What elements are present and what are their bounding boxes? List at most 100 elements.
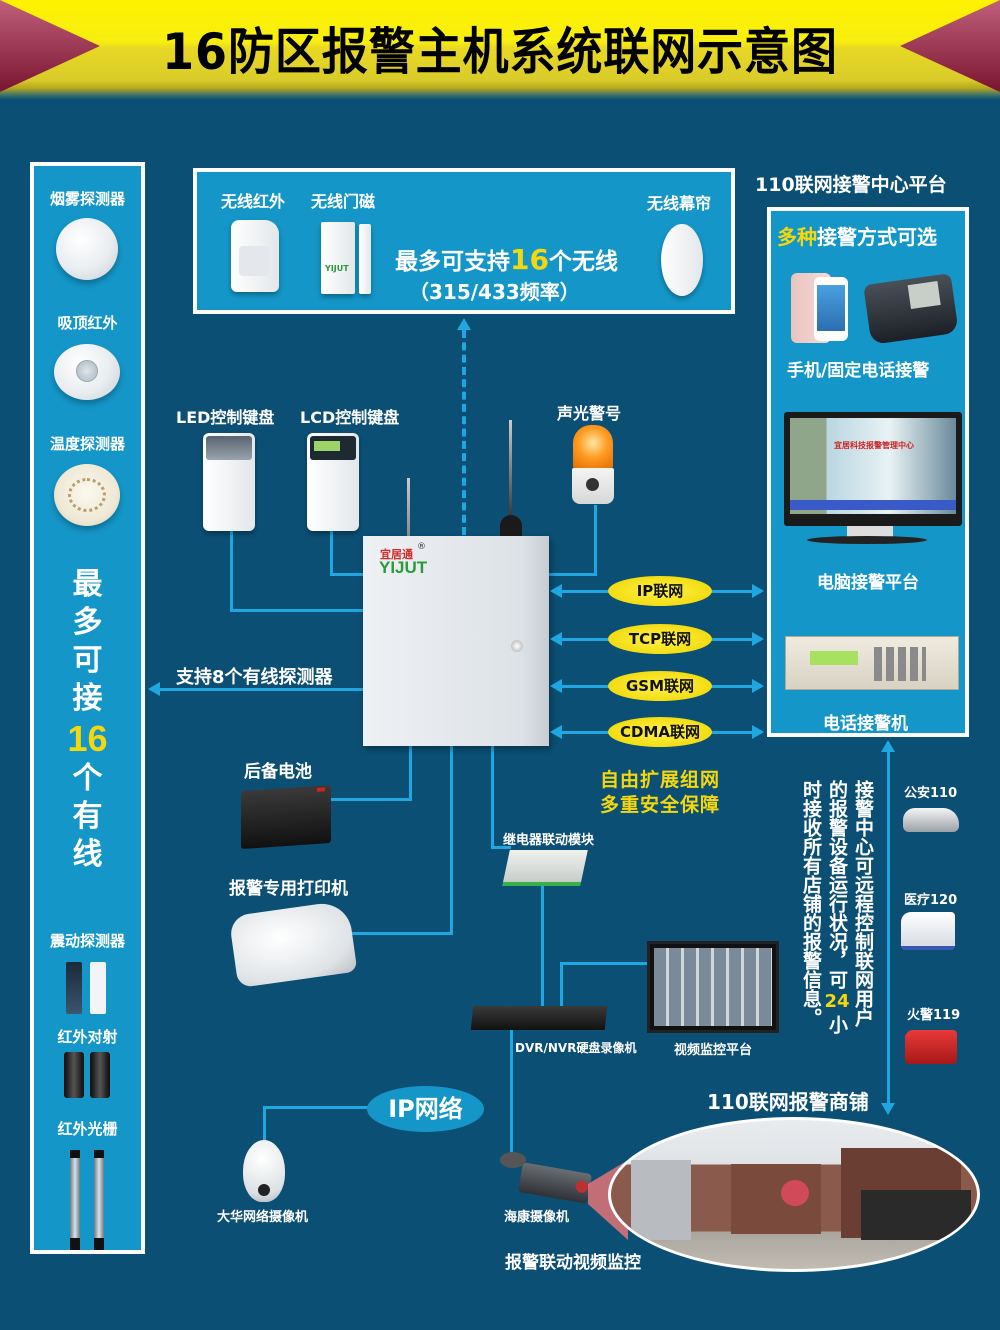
arrow-up-icon bbox=[457, 318, 471, 330]
dahua-camera-label: 大华网络摄像机 bbox=[217, 1210, 309, 1225]
ir-grating-icon bbox=[94, 1150, 104, 1250]
wireless-headline: 最多可支持16个无线 bbox=[395, 243, 618, 276]
battery-icon bbox=[241, 784, 331, 850]
arrow-down-icon bbox=[881, 1103, 895, 1115]
lock-icon bbox=[511, 640, 523, 652]
center-item-label: 电脑接警平台 bbox=[817, 573, 919, 593]
emergency-label: 火警119 bbox=[907, 1008, 961, 1023]
capacity-number: 16 bbox=[67, 718, 108, 759]
video-linkage-label: 报警联动视频监控 bbox=[505, 1253, 641, 1273]
rack-receiver-icon bbox=[785, 636, 959, 690]
brand-cn: 宜居通 bbox=[380, 548, 413, 561]
printer-icon bbox=[228, 899, 358, 989]
detector-label: 烟雾探测器 bbox=[49, 190, 125, 208]
lcd-keypad-line-h bbox=[330, 573, 365, 576]
arrow-right-icon bbox=[752, 679, 764, 693]
relay-dvr-line bbox=[541, 885, 544, 1007]
detector-label: 吸顶红外 bbox=[57, 314, 118, 332]
capacity-char: 接 bbox=[72, 681, 103, 716]
vibration-detector-icon bbox=[90, 962, 106, 1014]
led-keypad-line bbox=[230, 530, 233, 612]
header-banner: 16防区报警主机系统联网示意图 bbox=[0, 0, 1000, 100]
wired-detector-note: 支持8个有线探测器 bbox=[176, 667, 333, 688]
page-title: 16防区报警主机系统联网示意图 bbox=[162, 23, 838, 81]
center-shop-link-line bbox=[887, 750, 890, 1105]
wireless-door-sensor-icon: YIJUT bbox=[321, 222, 355, 294]
alarm-host-unit: 宜居通 ® YIJUT bbox=[363, 536, 549, 746]
fire-truck-icon bbox=[905, 1030, 957, 1064]
gsm-antenna-icon bbox=[509, 420, 512, 520]
center-item-label: 手机/固定电话接警 bbox=[787, 361, 930, 381]
arrow-left-icon bbox=[550, 725, 562, 739]
desk-phone-icon bbox=[863, 273, 959, 345]
dahua-line-h bbox=[263, 1106, 388, 1109]
arrow-up-icon bbox=[881, 740, 895, 752]
arrow-right-icon bbox=[752, 725, 764, 739]
siren-line-h bbox=[549, 573, 597, 576]
network-gsm: GSM联网 bbox=[608, 671, 712, 701]
police-car-icon bbox=[903, 808, 959, 832]
ir-grating-icon bbox=[70, 1150, 80, 1250]
wireless-label: 无线红外 bbox=[221, 192, 286, 211]
capacity-char: 多 bbox=[72, 605, 103, 640]
network-ip: IP联网 bbox=[608, 576, 712, 606]
alarm-center-panel: 多种接警方式可选 手机/固定电话接警 宜居科技报警管理中心 电脑接警平台 电话接… bbox=[767, 207, 969, 737]
printer-label: 报警专用打印机 bbox=[229, 879, 348, 899]
arrow-right-icon bbox=[752, 632, 764, 646]
ip-network-bubble: IP网络 bbox=[367, 1086, 484, 1132]
ceiling-pir-icon bbox=[54, 344, 120, 400]
ir-beam-icon bbox=[90, 1052, 110, 1098]
printer-line bbox=[450, 746, 453, 934]
hik-camera-label: 海康摄像机 bbox=[504, 1210, 570, 1225]
arrow-left-icon bbox=[550, 679, 562, 693]
led-keypad-line-h bbox=[230, 609, 365, 612]
video-platform-label: 视频监控平台 bbox=[674, 1043, 753, 1058]
wireless-pir-icon bbox=[231, 220, 279, 292]
gsm-antenna-base-icon bbox=[500, 515, 522, 537]
wireless-label: 无线幕帘 bbox=[647, 194, 712, 213]
detector-label: 温度探测器 bbox=[49, 435, 125, 453]
ambulance-icon bbox=[901, 912, 955, 950]
antenna-icon bbox=[407, 478, 410, 538]
smoke-detector-icon bbox=[56, 218, 118, 280]
dahua-line bbox=[263, 1106, 266, 1146]
dvr-video-line bbox=[560, 962, 563, 1007]
center-description-col3: 时接收所有店铺的报警信息。 bbox=[800, 780, 822, 1027]
capacity-char: 有 bbox=[72, 799, 103, 834]
printer-line-h bbox=[350, 932, 453, 935]
registered-mark: ® bbox=[417, 542, 426, 552]
center-platform-heading: 110联网接警中心平台 bbox=[755, 174, 947, 196]
arrow-left-icon bbox=[148, 682, 160, 696]
capacity-char: 最 bbox=[72, 567, 103, 602]
monitor-base-icon bbox=[807, 536, 927, 544]
center-subtitle: 多种接警方式可选 bbox=[777, 225, 937, 249]
shop-street-photo bbox=[608, 1117, 980, 1272]
battery-line bbox=[409, 746, 412, 800]
camera-mount-icon bbox=[500, 1152, 526, 1168]
network-slogan-line: 自由扩展组网 bbox=[600, 769, 721, 791]
arrow-left-icon bbox=[550, 632, 562, 646]
battery-label: 后备电池 bbox=[244, 762, 312, 782]
detector-label: 震动探测器 bbox=[49, 932, 125, 950]
arrow-left-icon bbox=[550, 584, 562, 598]
keypad-label: LED控制键盘 bbox=[176, 408, 275, 427]
network-tcp: TCP联网 bbox=[608, 624, 712, 654]
wireless-label: 无线门磁 bbox=[311, 192, 376, 211]
dome-camera-icon bbox=[243, 1140, 285, 1202]
relay-module-icon bbox=[502, 850, 588, 886]
lcd-keypad-icon bbox=[307, 433, 359, 531]
mobile-phone-front-icon bbox=[814, 277, 848, 341]
dvr-video-line-h bbox=[560, 962, 648, 965]
ir-beam-icon bbox=[64, 1052, 84, 1098]
shop-label: 110联网报警商铺 bbox=[707, 1090, 869, 1114]
monitor-icon: 宜居科技报警管理中心 bbox=[784, 412, 962, 526]
dvr-camera-line bbox=[510, 1030, 513, 1155]
arrow-right-icon bbox=[752, 584, 764, 598]
detector-label: 红外对射 bbox=[57, 1028, 118, 1046]
detector-label: 红外光栅 bbox=[57, 1120, 118, 1138]
bullet-camera-icon bbox=[517, 1162, 593, 1204]
heat-detector-icon bbox=[54, 464, 120, 526]
relay-line-h bbox=[491, 846, 511, 849]
siren-line bbox=[594, 505, 597, 575]
led-keypad-icon bbox=[203, 433, 255, 531]
